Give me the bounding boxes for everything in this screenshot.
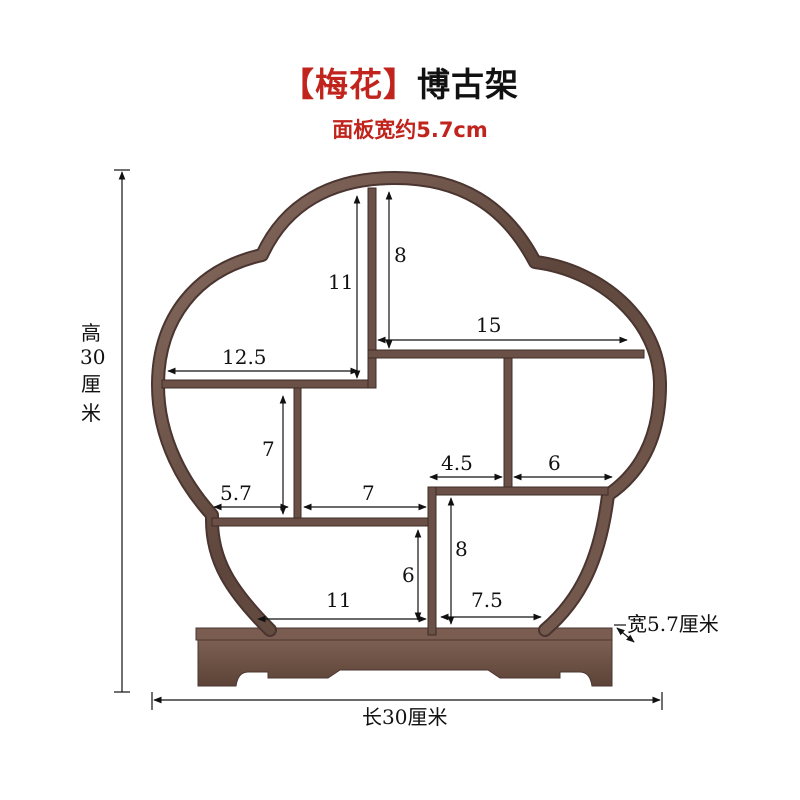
dimension-lines — [114, 169, 663, 710]
width-label: 宽5.7厘米 — [627, 612, 719, 636]
page-title: 【梅花】博古架 — [0, 58, 800, 106]
dim-bottom-right-height: 8 — [455, 537, 468, 561]
height-label-4: 米 — [81, 401, 101, 425]
dim-mid-left-width: 5.7 — [220, 481, 252, 505]
title-bracket-right: 】 — [383, 65, 417, 104]
dim-mid-right-left-width: 4.5 — [441, 451, 473, 475]
length-label: 长30厘米 — [362, 705, 447, 729]
title-main: 博古架 — [417, 65, 519, 104]
height-label-1: 高 — [81, 321, 101, 345]
dim-top-right-height: 8 — [394, 243, 407, 267]
title-accent: 梅花 — [315, 65, 383, 104]
dimension-labels: 高 30 厘 米 长30厘米 宽5.7厘米 12.5 11 8 15 7 5.7… — [80, 243, 719, 729]
dim-mid-center-width: 7 — [362, 481, 375, 505]
dim-top-right-width: 15 — [476, 313, 501, 337]
height-label-3: 厘 — [81, 372, 101, 396]
plum-frame — [151, 171, 667, 637]
height-label-2: 30 — [80, 345, 105, 369]
dim-bottom-left-height: 6 — [402, 563, 415, 587]
base-stand — [195, 627, 613, 687]
dim-bottom-left-width: 11 — [326, 588, 351, 612]
title-bracket-left: 【 — [281, 65, 315, 104]
dim-top-left-height: 11 — [328, 270, 353, 294]
dim-top-left-width: 12.5 — [222, 345, 267, 369]
dim-bottom-right-width: 7.5 — [471, 588, 503, 612]
dim-mid-right-width: 6 — [548, 451, 561, 475]
internal-shelves — [161, 187, 645, 636]
dim-mid-left-height: 7 — [262, 437, 275, 461]
subtitle: 面板宽约5.7cm — [332, 118, 488, 142]
